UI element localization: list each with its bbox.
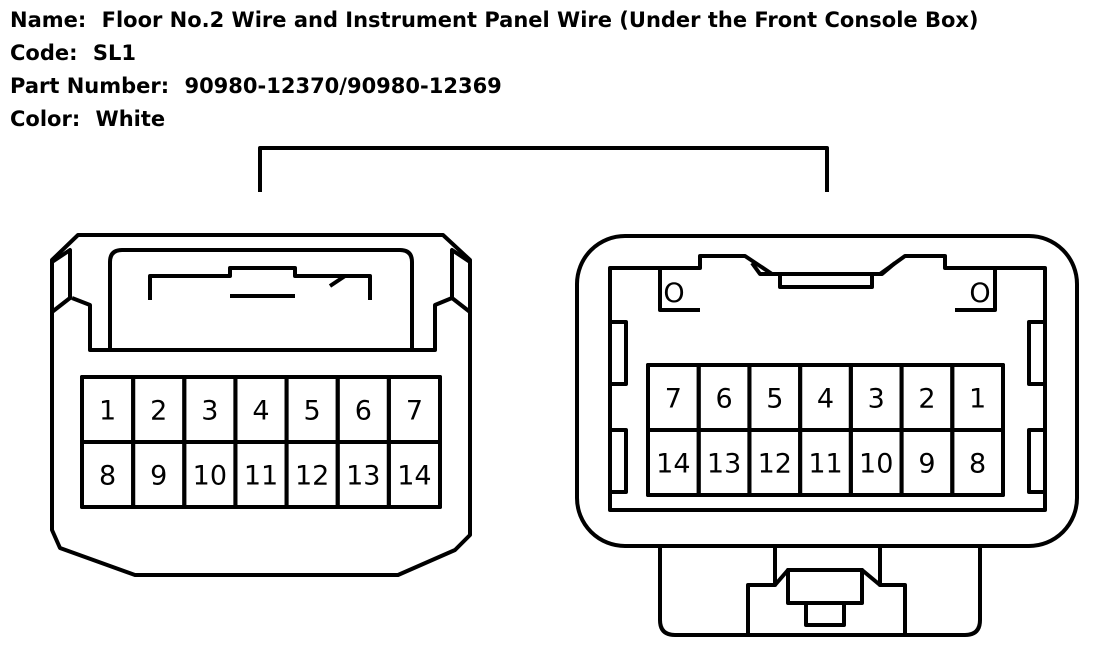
- right-guide-rib-upper: [1027, 320, 1047, 386]
- right-pin-number: 9: [918, 449, 935, 480]
- name-value: Floor No.2 Wire and Instrument Panel Wir…: [101, 8, 979, 32]
- connector-pair-bracket: [258, 146, 829, 192]
- color-line: Color: White: [10, 103, 1110, 136]
- lock-arm: [108, 248, 414, 350]
- left-pin-number: 1: [99, 396, 116, 427]
- code-line: Code: SL1: [10, 37, 1110, 70]
- left-pin-number: 7: [406, 396, 423, 427]
- left-pin-number: 14: [397, 461, 431, 492]
- code-label: Code:: [10, 41, 78, 65]
- left-pin-number: 8: [99, 461, 116, 492]
- right-pin-number: 8: [969, 449, 986, 480]
- right-side-latch: [450, 248, 472, 314]
- lower-lock-nub: [804, 601, 846, 627]
- key-slot-inner: [778, 274, 874, 289]
- right-pin-number: 13: [707, 449, 741, 480]
- right-marker-left: O: [663, 278, 684, 309]
- left-connector-body: [50, 233, 472, 577]
- lower-housing: [658, 548, 982, 637]
- connector-header: Name: Floor No.2 Wire and Instrument Pan…: [10, 4, 1110, 136]
- right-pin-grid: 7 6 5 4 3 2 1 14 13 12 11 10 9 8: [646, 363, 1005, 497]
- right-pin-number: 3: [868, 384, 885, 415]
- right-guide-rib-lower: [1027, 428, 1047, 494]
- left-pin-number: 6: [355, 396, 372, 427]
- lower-lock-tab: [786, 568, 864, 605]
- code-value: SL1: [92, 41, 136, 65]
- left-pin-number: 13: [346, 461, 380, 492]
- right-pin-number: 11: [808, 449, 842, 480]
- left-pin-number: 11: [244, 461, 278, 492]
- lower-lock-frame: [746, 548, 907, 635]
- part-number-label: Part Number:: [10, 74, 170, 98]
- right-pin-number: 7: [665, 384, 682, 415]
- left-pin-number: 2: [150, 396, 167, 427]
- name-label: Name:: [10, 8, 87, 32]
- right-marker-bracket: [955, 268, 997, 312]
- left-inner-shoulder: [71, 296, 453, 352]
- right-pin-number: 10: [859, 449, 893, 480]
- right-pin-number: 1: [969, 384, 986, 415]
- left-pin-number: 10: [193, 461, 227, 492]
- name-line: Name: Floor No.2 Wire and Instrument Pan…: [10, 4, 1110, 37]
- key-slot: [750, 261, 897, 276]
- right-pin-number: 12: [758, 449, 792, 480]
- color-value: White: [95, 107, 166, 131]
- right-pin-number: 4: [817, 384, 834, 415]
- right-pin-number: 5: [766, 384, 783, 415]
- left-pin-number: 9: [150, 461, 167, 492]
- right-connector-body: [575, 234, 1079, 548]
- left-pin-cell: [386, 440, 443, 509]
- right-pin-number: 14: [656, 449, 690, 480]
- left-pin-number: 12: [295, 461, 329, 492]
- left-side-latch: [50, 248, 72, 314]
- left-pin-number: 3: [201, 396, 218, 427]
- left-guide-rib-upper: [608, 320, 628, 386]
- right-marker-right: O: [969, 278, 990, 309]
- right-pin-number: 2: [918, 384, 935, 415]
- lower-lock-bevel: [773, 568, 882, 587]
- right-pin-number: 6: [715, 384, 732, 415]
- left-guide-rib-lower: [608, 428, 628, 494]
- part-number-line: Part Number: 90980-12370/90980-12369: [10, 70, 1110, 103]
- color-label: Color:: [10, 107, 81, 131]
- right-pin-cell: [950, 428, 1005, 497]
- left-pin-number: 5: [304, 396, 321, 427]
- left-pin-number: 4: [252, 396, 269, 427]
- part-number-value: 90980-12370/90980-12369: [184, 74, 502, 98]
- right-connector: 7 6 5 4 3 2 1 14 13 12 11 10 9 8: [575, 234, 1079, 637]
- lock-tab-ridge: [328, 274, 370, 288]
- left-marker-bracket: [658, 268, 700, 312]
